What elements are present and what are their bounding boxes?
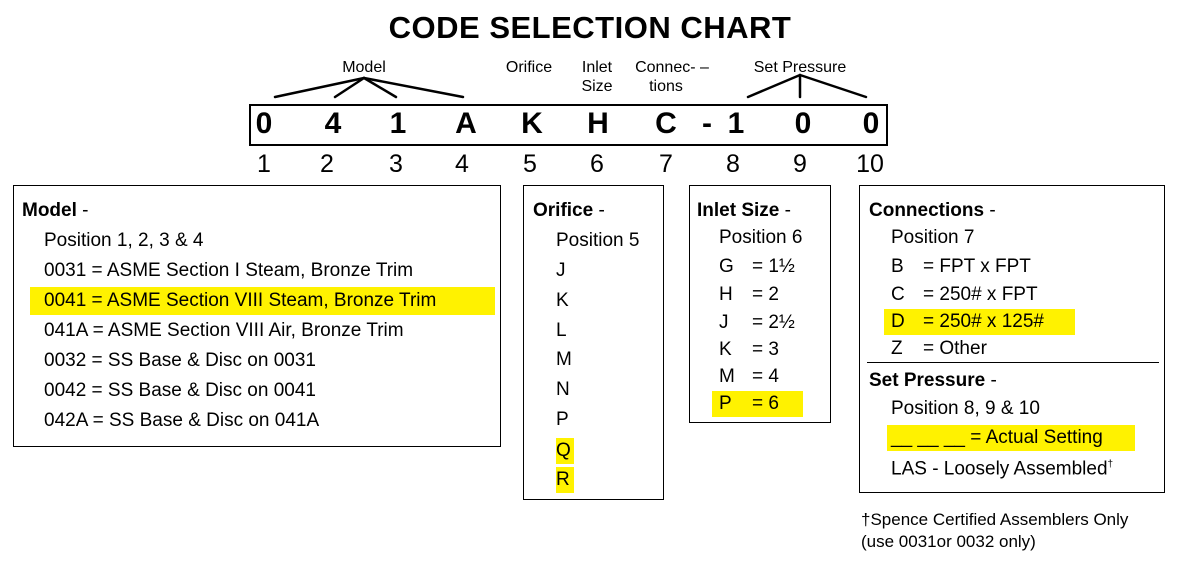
orifice-label: Orifice [505, 59, 553, 76]
orifice-position: Position 5 [556, 230, 640, 251]
position-number-6: 6 [590, 150, 604, 178]
inlet-item-highlighted: P= 6 [712, 391, 803, 417]
set-pressure-position: Position 8, 9 & 10 [891, 398, 1040, 419]
code-char-2: 4 [324, 107, 342, 140]
pressure-bracket-line-1 [746, 73, 802, 99]
connections-label-line2: tions [649, 78, 683, 95]
section-divider [867, 362, 1159, 363]
orifice-item-m: M [556, 349, 572, 370]
inlet-item: J= 2½ [719, 312, 795, 333]
connections-label-line1: Connec- – [635, 59, 709, 76]
connections-heading: Connections - [869, 200, 996, 221]
actual-setting-highlighted: __ __ __ = Actual Setting [887, 425, 1135, 451]
orifice-heading: Orifice - [533, 200, 605, 221]
model-label: Model [342, 59, 386, 76]
position-number-8: 8 [726, 150, 740, 178]
bracket-lines [273, 73, 868, 99]
model-heading: Model - [22, 200, 89, 221]
model-bracket-line-1 [273, 76, 366, 99]
model-position: Position 1, 2, 3 & 4 [44, 230, 204, 251]
las-line: LAS - Loosely Assembled† [891, 458, 1114, 480]
model-item: 0031 = ASME Section I Steam, Bronze Trim [44, 260, 414, 281]
code-dash: - [702, 107, 712, 140]
code-char-6: H [587, 107, 609, 140]
orifice-item-j: J [556, 260, 566, 281]
orifice-item-q-highlighted: Q [556, 438, 574, 464]
position-number-2: 2 [320, 150, 334, 178]
orifice-item-l: L [556, 320, 567, 341]
connection-item-highlighted: D= 250# x 125# [884, 309, 1075, 335]
position-number-3: 3 [389, 150, 403, 178]
code-char-9: 0 [794, 107, 812, 140]
pressure-bracket-line-3 [798, 73, 868, 99]
model-item-highlighted: 0041 = ASME Section VIII Steam, Bronze T… [30, 287, 495, 315]
code-box [249, 104, 888, 146]
model-bracket-line-2 [333, 76, 366, 99]
footnote-line-1: †Spence Certified Assemblers Only [861, 510, 1129, 529]
position-number-9: 9 [793, 150, 807, 178]
connection-item: B= FPT x FPT [891, 256, 1031, 277]
inlet-label-line2: Size [581, 78, 613, 95]
inlet-item: H= 2 [719, 284, 779, 305]
chart-title: CODE SELECTION CHART [388, 10, 792, 45]
set-pressure-heading: Set Pressure - [869, 370, 997, 391]
model-box [13, 185, 501, 447]
inlet-label-line1: Inlet [581, 59, 613, 76]
model-item: 041A = ASME Section VIII Air, Bronze Tri… [44, 320, 404, 341]
orifice-item-r-highlighted: R [556, 467, 574, 493]
model-bracket-line-3 [362, 76, 398, 99]
position-number-10: 10 [856, 150, 884, 178]
inlet-size-box [689, 185, 831, 423]
model-item: 0032 = SS Base & Disc on 0031 [44, 350, 316, 371]
code-char-4: A [455, 107, 477, 140]
code-char-8: 1 [727, 107, 745, 140]
inlet-size-position: Position 6 [719, 227, 803, 248]
position-number-7: 7 [659, 150, 673, 178]
connection-item: C= 250# x FPT [891, 284, 1038, 305]
position-number-5: 5 [523, 150, 537, 178]
connections-box [859, 185, 1165, 493]
orifice-item-n: N [556, 379, 570, 400]
code-char-3: 1 [389, 107, 407, 140]
model-item: 042A = SS Base & Disc on 041A [44, 410, 320, 431]
code-char-1: 0 [255, 107, 273, 140]
inlet-item: M= 4 [719, 366, 779, 387]
orifice-item-p: P [556, 409, 569, 430]
inlet-item: K= 3 [719, 339, 779, 360]
model-item: 0042 = SS Base & Disc on 0041 [44, 380, 316, 401]
connection-item: Z= Other [891, 338, 987, 359]
model-bracket-line-4 [362, 76, 465, 99]
code-char-5: K [521, 107, 543, 140]
connections-position: Position 7 [891, 227, 975, 248]
orifice-box [523, 185, 664, 500]
set-pressure-label: Set Pressure [753, 59, 847, 76]
code-char-7: C [655, 107, 677, 140]
inlet-item: G= 1½ [719, 256, 795, 277]
orifice-item-k: K [556, 290, 569, 311]
code-char-10: 0 [862, 107, 880, 140]
inlet-size-heading: Inlet Size - [697, 200, 791, 221]
position-number-1: 1 [257, 150, 271, 178]
position-number-4: 4 [455, 150, 469, 178]
footnote-line-2: (use 0031or 0032 only) [861, 532, 1036, 551]
